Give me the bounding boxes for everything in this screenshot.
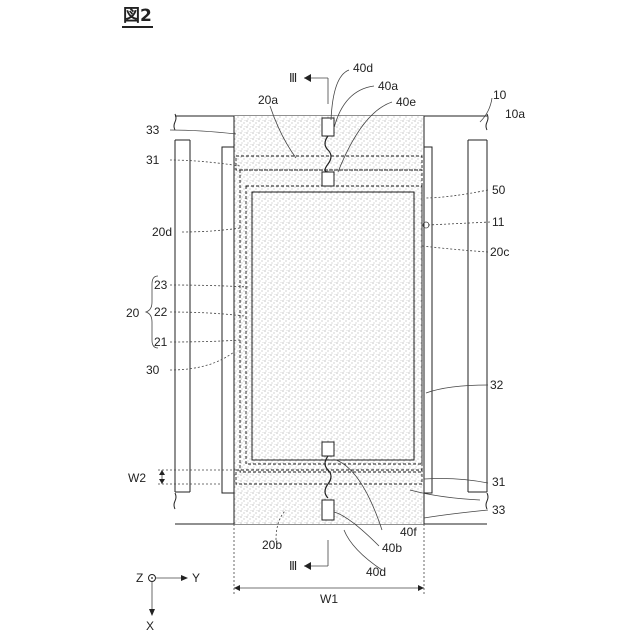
label-20a: 20a	[258, 93, 278, 107]
label-20d: 20d	[152, 225, 172, 239]
label-22: 22	[154, 305, 168, 319]
axes-indicator	[149, 575, 189, 617]
label-40d-top: 40d	[353, 61, 373, 75]
axis-label-y: Y	[192, 571, 200, 585]
label-30: 30	[146, 363, 160, 377]
dimension-w1	[234, 524, 424, 596]
dimension-w2	[158, 470, 236, 484]
label-20: 20	[126, 306, 140, 320]
label-w1: W1	[320, 592, 338, 606]
section-line-top	[304, 74, 328, 104]
section-line-bottom	[304, 540, 328, 570]
label-33-left: 33	[146, 123, 160, 137]
label-40b: 40b	[382, 541, 402, 555]
label-33-right: 33	[492, 503, 506, 517]
label-50: 50	[492, 183, 506, 197]
label-w2: W2	[128, 471, 146, 485]
label-10a: 10a	[505, 107, 525, 121]
label-32: 32	[490, 378, 504, 392]
label-23: 23	[154, 278, 168, 292]
label-20c: 20c	[490, 245, 509, 259]
label-21: 21	[154, 335, 168, 349]
section-mark-top: Ⅲ	[289, 71, 297, 85]
label-40a: 40a	[378, 79, 398, 93]
label-20b: 20b	[262, 538, 282, 552]
section-mark-bottom: Ⅲ	[289, 559, 297, 573]
label-31-left: 31	[146, 153, 160, 167]
axis-label-z: Z	[136, 571, 143, 585]
label-40e: 40e	[396, 95, 416, 109]
label-40f: 40f	[400, 525, 417, 539]
label-31-right: 31	[492, 475, 506, 489]
label-40d-bottom: 40d	[366, 565, 386, 579]
label-11: 11	[492, 215, 505, 229]
label-10: 10	[493, 88, 507, 102]
axis-label-x: X	[146, 619, 154, 633]
